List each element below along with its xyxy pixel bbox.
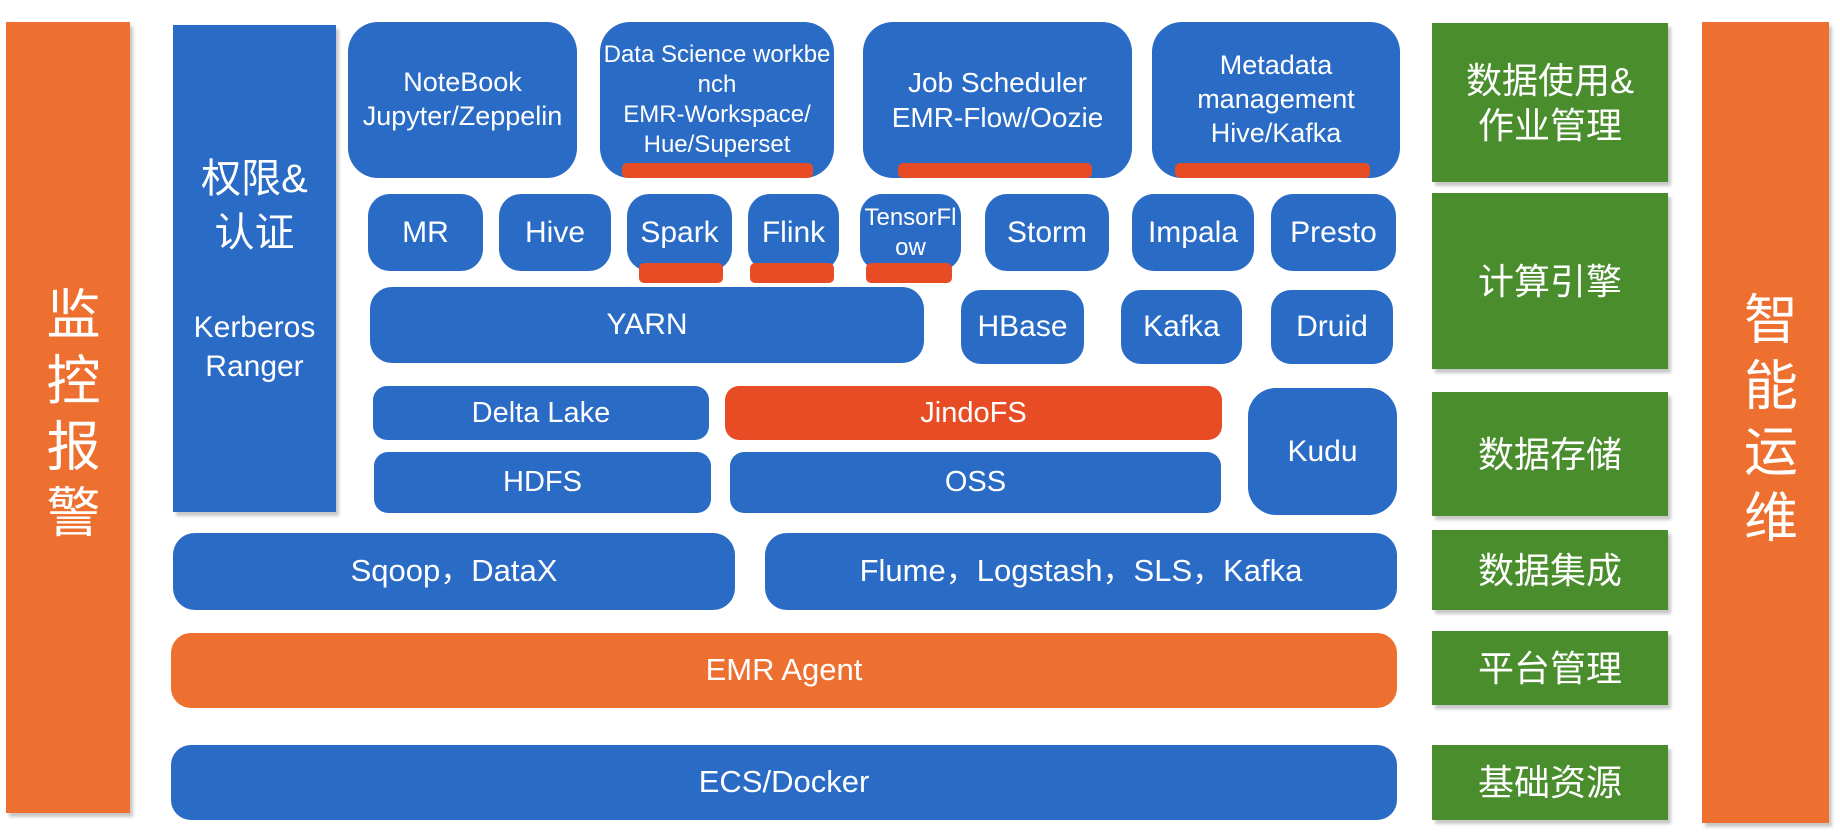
monitoring-alert-label: 监控报警 <box>38 285 98 550</box>
flume-logstash-label: Flume，Logstash，SLS，Kafka <box>859 553 1303 589</box>
emr-agent-label: EMR Agent <box>705 652 863 688</box>
oss-label: OSS <box>944 466 1007 499</box>
category-data-integration: 数据集成 <box>1432 530 1668 610</box>
hive-label: Hive <box>524 215 585 249</box>
category-compute-engine-label: 计算引擎 <box>1477 260 1622 302</box>
spark-box: Spark <box>627 194 732 283</box>
druid-box: Druid <box>1271 290 1393 364</box>
metadata-accent-strip <box>1175 163 1370 178</box>
jindofs-box: JindoFS <box>725 386 1222 440</box>
ecs-docker-label: ECS/Docker <box>698 764 870 800</box>
job-scheduler-accent-strip <box>898 163 1092 178</box>
presto-label: Presto <box>1290 215 1377 249</box>
hive-box: Hive <box>499 194 611 271</box>
yarn-box: YARN <box>370 287 924 363</box>
storm-box: Storm <box>985 194 1109 271</box>
hdfs-box: HDFS <box>374 452 711 513</box>
intelligent-ops-bar: 智能运维 <box>1702 22 1829 823</box>
mr-label: MR <box>402 215 449 249</box>
data-science-box: Data Science workbe nch EMR-Workspace/ H… <box>600 22 834 178</box>
kudu-box: Kudu <box>1248 388 1397 515</box>
flink-box: Flink <box>748 194 839 283</box>
yarn-label: YARN <box>606 308 688 342</box>
sqoop-datax-label: Sqoop，DataX <box>350 553 558 589</box>
kafka-label: Kafka <box>1143 310 1220 344</box>
hdfs-label: HDFS <box>503 466 582 499</box>
data-science-label: Data Science workbe nch EMR-Workspace/ H… <box>603 41 831 158</box>
kudu-label: Kudu <box>1287 434 1358 468</box>
category-compute-engine: 计算引擎 <box>1432 193 1668 369</box>
impala-box: Impala <box>1132 194 1254 271</box>
job-scheduler-box: Job Scheduler EMR-Flow/Oozie <box>863 22 1132 178</box>
flume-logstash-box: Flume，Logstash，SLS，Kafka <box>765 533 1397 610</box>
delta-lake-box: Delta Lake <box>373 386 709 440</box>
job-scheduler-label: Job Scheduler EMR-Flow/Oozie <box>891 67 1104 133</box>
category-platform-management: 平台管理 <box>1432 631 1668 705</box>
delta-lake-label: Delta Lake <box>471 396 611 429</box>
emr-agent-box: EMR Agent <box>171 633 1397 708</box>
data-science-accent-strip <box>622 163 813 178</box>
category-data-storage-label: 数据存储 <box>1477 433 1622 475</box>
monitoring-alert-bar: 监控报警 <box>6 22 130 813</box>
intelligent-ops-label: 智能运维 <box>1735 290 1796 555</box>
flink-label: Flink <box>761 215 826 249</box>
hbase-label: HBase <box>977 310 1068 344</box>
notebook-box: NoteBook Jupyter/Zeppelin <box>348 22 577 178</box>
tensorflow-label: TensorFl ow <box>864 203 957 261</box>
oss-box: OSS <box>730 452 1221 513</box>
ecs-docker-box: ECS/Docker <box>171 745 1397 820</box>
tensorflow-accent-strip <box>866 263 952 283</box>
metadata-box: Metadata management Hive/Kafka <box>1152 22 1400 178</box>
category-data-usage: 数据使用& 作业管理 <box>1432 23 1668 182</box>
auth-subtitle: Kerberos Ranger <box>193 310 316 383</box>
category-platform-management-label: 平台管理 <box>1477 647 1622 689</box>
kafka-box: Kafka <box>1121 290 1242 364</box>
category-data-storage: 数据存储 <box>1432 392 1668 516</box>
hbase-box: HBase <box>961 290 1084 364</box>
auth-box: 权限& 认证 Kerberos Ranger <box>173 25 336 512</box>
spark-accent-strip <box>639 263 723 283</box>
impala-label: Impala <box>1147 215 1239 249</box>
sqoop-datax-box: Sqoop，DataX <box>173 533 735 610</box>
category-basic-resources-label: 基础资源 <box>1477 762 1622 803</box>
jindofs-label: JindoFS <box>920 396 1027 429</box>
notebook-label: NoteBook Jupyter/Zeppelin <box>362 67 563 131</box>
category-data-integration-label: 数据集成 <box>1477 549 1622 591</box>
druid-label: Druid <box>1296 310 1368 344</box>
flink-accent-strip <box>750 263 834 283</box>
auth-title: 权限& 认证 <box>201 156 308 255</box>
category-data-usage-label: 数据使用& 作业管理 <box>1465 59 1634 146</box>
mr-box: MR <box>368 194 483 271</box>
spark-label: Spark <box>640 215 719 249</box>
tensorflow-box: TensorFl ow <box>860 194 961 283</box>
metadata-label: Metadata management Hive/Kafka <box>1197 50 1355 148</box>
presto-box: Presto <box>1271 194 1396 271</box>
storm-label: Storm <box>1006 215 1087 249</box>
category-basic-resources: 基础资源 <box>1432 745 1668 820</box>
